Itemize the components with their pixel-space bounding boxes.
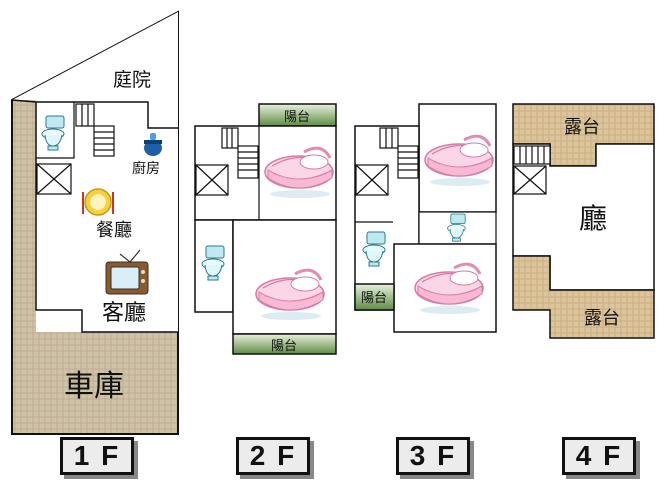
dining-plate-icon: [82, 188, 114, 216]
floor-1f: 庭院 廚房 餐廳 客廳 車庫: [11, 10, 179, 435]
stairs-icon: [379, 127, 419, 179]
floor-3f: 陽台: [354, 103, 497, 333]
yard-area: [12, 12, 178, 128]
room-label-yard: 庭院: [113, 69, 151, 91]
stair-void-icon: [355, 164, 389, 196]
stairs-icon: [221, 127, 259, 179]
floor-2f: 陽台 陽台: [194, 103, 337, 355]
tv-icon: [105, 249, 149, 295]
floor-label-1f: 1 F: [60, 437, 134, 475]
room-label-balcony: 陽台: [361, 291, 387, 306]
room-label-garage: 車庫: [64, 369, 124, 404]
balcony-bottom: [232, 333, 337, 355]
stairs-icon: [75, 103, 115, 157]
stair-void-icon: [513, 165, 547, 195]
floor-label-4f: 4 F: [562, 437, 636, 475]
room-label-dining: 餐廳: [96, 220, 132, 241]
stair-void-icon: [195, 164, 229, 196]
terrace-bottom: [512, 255, 655, 339]
room-label-kitchen: 廚房: [132, 160, 160, 177]
floor-label-3f: 3 F: [396, 437, 470, 475]
stair-void-icon: [36, 163, 72, 195]
floor-label-2f: 2 F: [236, 437, 310, 475]
kettle-icon: [144, 133, 162, 156]
room-label-balcony-bottom: 陽台: [271, 339, 297, 354]
room-label-balcony-top: 陽台: [284, 110, 310, 125]
room-label-terrace-bottom: 露台: [584, 308, 620, 329]
stairs-icon: [513, 145, 551, 165]
room-label-hall: 廳: [579, 202, 607, 235]
room-label-living: 客廳: [102, 301, 146, 326]
room-label-terrace-top: 露台: [564, 117, 600, 138]
balcony-side: [354, 283, 395, 311]
floor-4f: 露台 廳 露台: [512, 103, 655, 339]
